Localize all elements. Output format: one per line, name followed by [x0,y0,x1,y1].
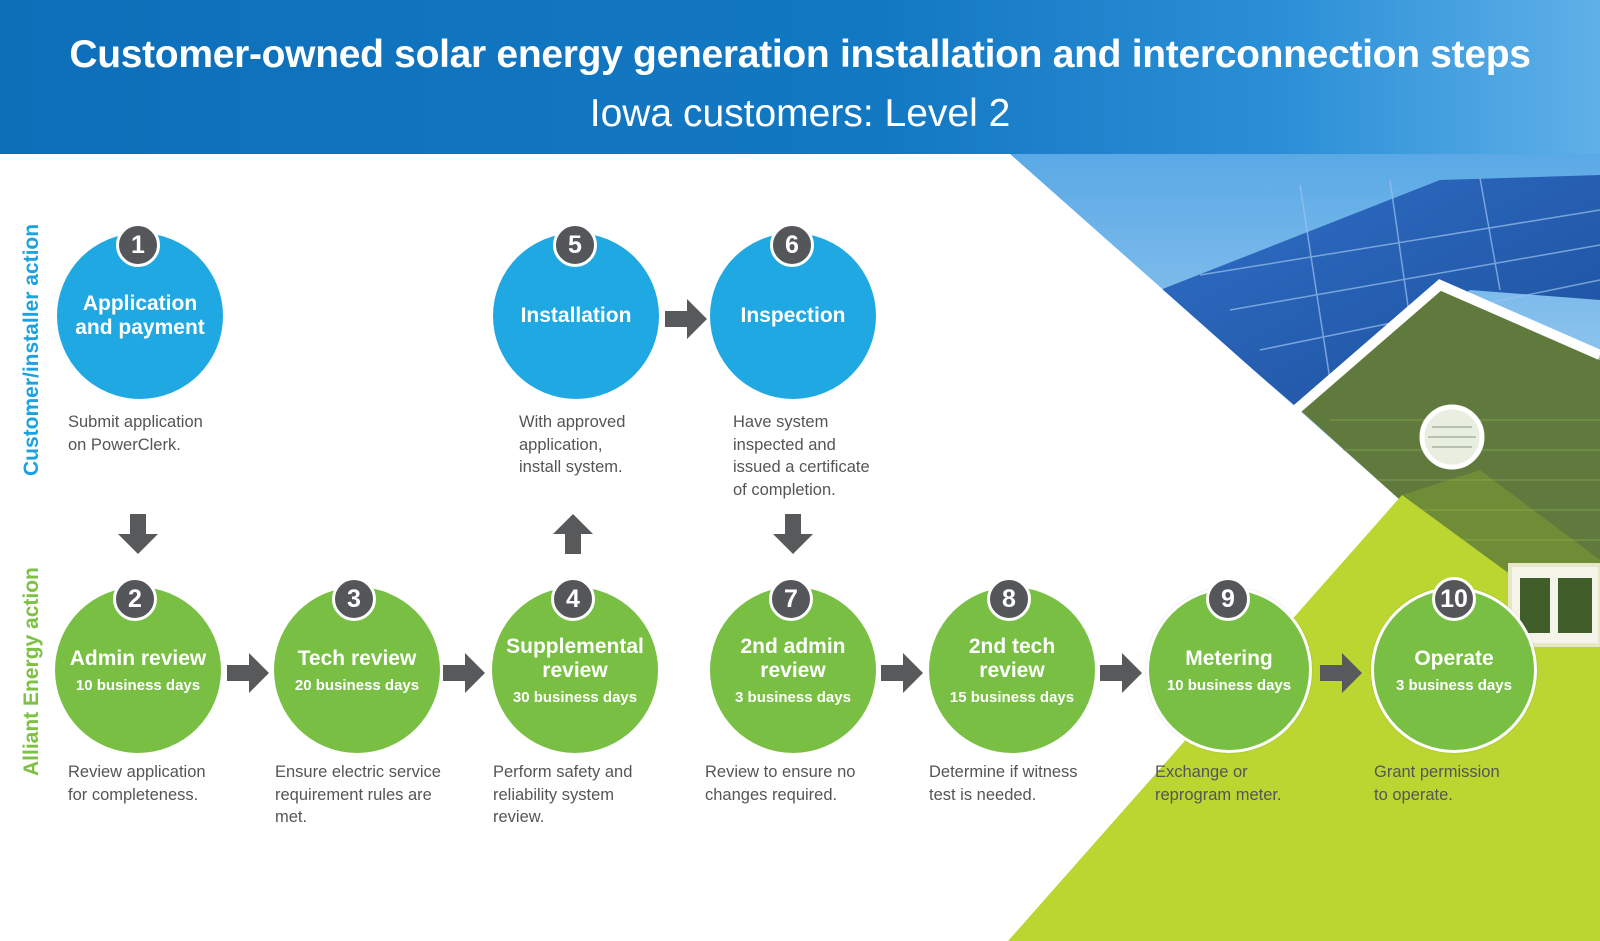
arrow-up-icon [553,514,593,554]
arrow-right-icon [443,653,485,693]
page-title: Customer-owned solar energy generation i… [69,33,1531,76]
step-5-badge: 5 [553,223,597,267]
step-4-name: Supplemental review [506,634,644,682]
step-7-days: 3 business days [735,688,851,706]
step-3-name: Tech review [297,646,417,670]
step-4-description: Perform safety and reliability system re… [493,763,633,826]
step-1-description: Submit application on PowerClerk. [68,413,203,454]
lane-label-alliant: Alliant Energy action [20,567,43,776]
step-6-badge: 6 [770,223,814,267]
step-7-description: Review to ensure no changes required. [705,763,856,804]
step-3-badge: 3 [332,577,376,621]
arrow-right-icon [665,299,707,339]
step-9-badge: 9 [1206,577,1250,621]
step-4-badge: 4 [551,577,595,621]
step-2-days: 10 business days [75,676,201,694]
step-8-days: 15 business days [949,688,1075,706]
step-9-description: Exchange or reprogram meter. [1155,763,1282,804]
roof-trim [1286,279,1600,419]
arrow-right-icon [881,653,923,693]
step-9-name: Metering [1185,646,1273,670]
arrow-right-icon [227,653,269,693]
step-10-description: Grant permission to operate. [1374,763,1500,804]
step-2-description: Review application for completeness. [68,763,206,804]
step-7-badge: 7 [769,577,813,621]
arrow-right-icon [1320,653,1362,693]
lane-label-customer: Customer/installer action [20,223,43,476]
step-1-badge: 1 [116,223,160,267]
step-5-description: With approved application, install syste… [519,413,626,476]
step-6-name: Inspection [740,304,846,327]
step-8-description: Determine if witness test is needed. [929,763,1078,804]
step-7-name: 2nd admin review [740,634,846,682]
header-banner: Customer-owned solar energy generation i… [0,0,1600,154]
step-2-badge: 2 [113,577,157,621]
step-3-description: Ensure electric service requirement rule… [275,763,441,826]
step-8-name: 2nd tech review [968,634,1056,682]
step-8-badge: 8 [987,577,1031,621]
step-10-days: 3 business days [1396,676,1512,694]
arrow-down-icon [773,514,813,554]
step-1-name: Application and payment [75,292,205,339]
step-10-badge: 10 [1432,577,1476,621]
step-9-days: 10 business days [1166,676,1292,694]
arrow-right-icon [1100,653,1142,693]
arrow-down-icon [118,514,158,554]
step-4-days: 30 business days [512,688,638,706]
step-5-name: Installation [520,304,632,327]
page-subtitle: Iowa customers: Level 2 [589,92,1011,135]
step-10-name: Operate [1414,646,1494,670]
step-2-name: Admin review [69,646,207,670]
step-3-days: 20 business days [294,676,420,694]
step-6-description: Have system inspected and issued a certi… [733,413,870,499]
